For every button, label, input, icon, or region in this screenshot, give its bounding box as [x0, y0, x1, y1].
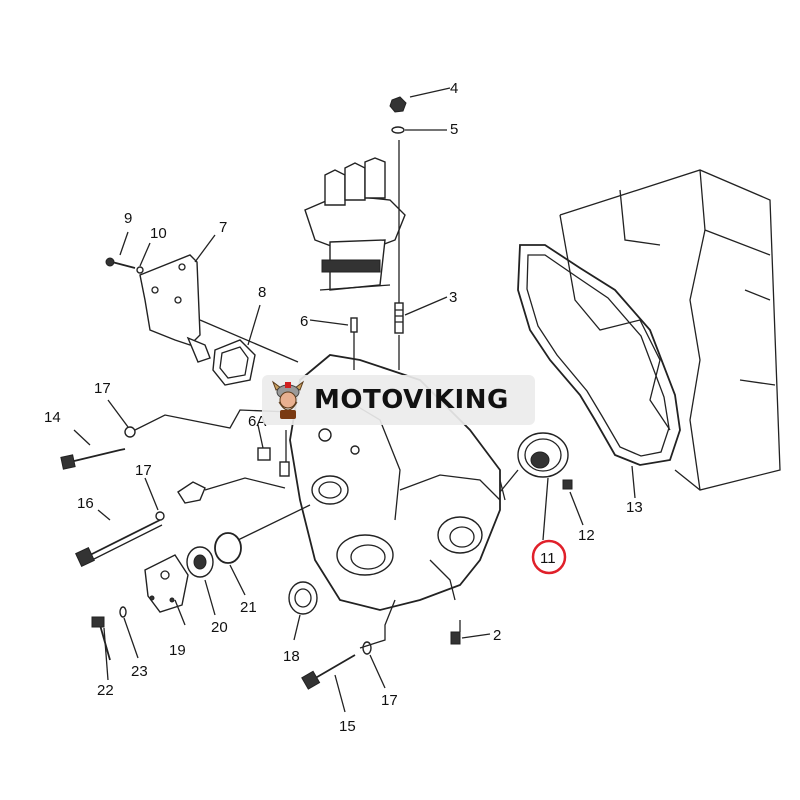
washer-5 [391, 126, 405, 134]
plate-8 [212, 339, 256, 386]
part-label-22: 22 [97, 682, 114, 699]
bracket-7 [139, 254, 211, 363]
bolt-22 [91, 616, 111, 661]
washer-23 [119, 606, 127, 618]
seal-18 [288, 581, 318, 615]
gasket-13 [517, 244, 681, 466]
sleeve-6a [257, 447, 290, 477]
part-label-13: 13 [626, 499, 643, 516]
part-label-11: 11 [540, 550, 556, 567]
part-label-8: 8 [258, 284, 266, 301]
injection-pump [304, 157, 406, 291]
part-label-19: 19 [169, 642, 186, 659]
part-label-3: 3 [449, 289, 457, 306]
bolt-12 [562, 479, 573, 490]
bolt-16 [75, 519, 163, 567]
part-label-17-upper: 17 [94, 380, 111, 397]
o-ring-21 [214, 532, 242, 564]
bolt-2 [450, 631, 461, 645]
part-label-17-middle: 17 [135, 462, 152, 479]
part-labels: 4 5 9 10 7 8 3 6 17 14 6A 17 16 13 12 11… [44, 80, 643, 735]
part-label-14: 14 [44, 409, 61, 426]
washer-17c [362, 641, 372, 655]
bearing-20 [186, 546, 214, 578]
watermark-banner: MOTOVIKING [262, 375, 535, 425]
part-label-12: 12 [578, 527, 595, 544]
oil-seal-11 [517, 432, 569, 478]
washer-10 [136, 266, 144, 274]
washer-17b [155, 511, 165, 521]
part-label-7: 7 [219, 219, 227, 236]
stud-3 [394, 302, 404, 334]
bolt-15 [301, 654, 356, 690]
part-label-20: 20 [211, 619, 228, 636]
highlight-circle-11 [531, 539, 567, 575]
part-label-4: 4 [450, 80, 458, 97]
viking-mascot-icon [271, 380, 305, 419]
part-label-15: 15 [339, 718, 356, 735]
washer-17a [124, 426, 136, 438]
part-label-21: 21 [240, 599, 257, 616]
nut-4 [389, 96, 407, 113]
clamp [177, 481, 206, 504]
part-label-6a: 6A [248, 413, 266, 430]
part-label-18: 18 [283, 648, 300, 665]
part-label-2: 2 [493, 627, 501, 644]
part-label-5: 5 [450, 121, 458, 138]
part-label-6: 6 [300, 313, 308, 330]
stud-6 [350, 317, 358, 333]
leader-lines [73, 87, 636, 713]
engine-block [559, 169, 781, 491]
bolt-14 [60, 448, 126, 470]
cover-19 [144, 554, 189, 613]
part-label-9: 9 [124, 210, 132, 227]
part-label-23: 23 [131, 663, 148, 680]
part-label-16: 16 [77, 495, 94, 512]
part-label-17-lower: 17 [381, 692, 398, 709]
bolt-9 [105, 257, 136, 269]
brand-name: MOTOVIKING [314, 385, 509, 415]
part-label-10: 10 [150, 225, 167, 242]
